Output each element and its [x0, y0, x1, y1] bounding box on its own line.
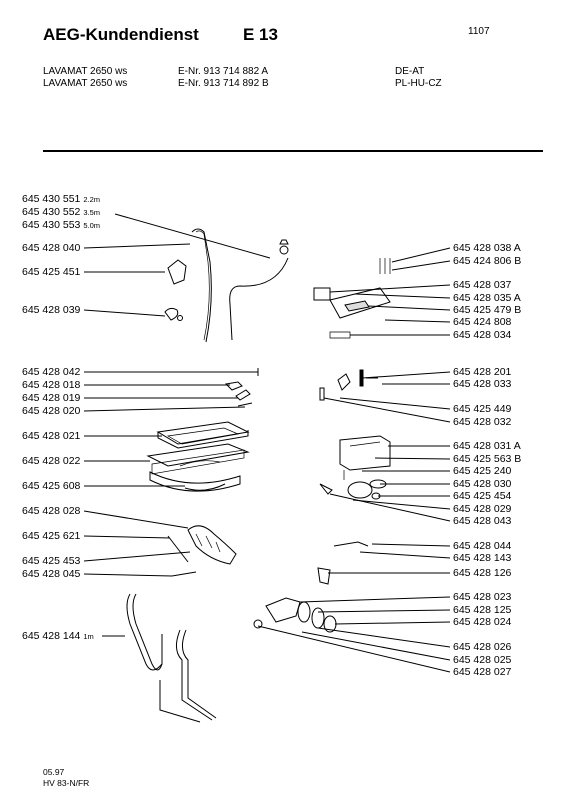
part-number: 645 428 144 1m — [22, 630, 94, 642]
part-number: 645 428 039 — [22, 304, 81, 316]
part-number: 645 425 479 B — [453, 304, 522, 316]
part-number: 645 425 449 — [453, 403, 512, 415]
part-number: 645 424 808 — [453, 316, 512, 328]
part-number: 645 428 031 A — [453, 440, 521, 452]
part-number: 645 428 026 — [453, 641, 512, 653]
model-enr: E-Nr. 913 714 892 B — [178, 78, 269, 89]
part-number: 645 425 240 — [453, 465, 512, 477]
part-number: 645 428 027 — [453, 666, 512, 678]
part-number: 645 428 025 — [453, 654, 512, 666]
header-divider — [43, 150, 543, 152]
part-number: 645 430 552 3.5m — [22, 206, 101, 218]
part-number: 645 428 030 — [453, 478, 512, 490]
part-number: 645 425 621 — [22, 530, 81, 542]
part-number: 645 428 125 — [453, 604, 512, 616]
model-region: PL-HU-CZ — [395, 78, 442, 89]
part-number: 645 428 032 — [453, 416, 512, 428]
brand-title: AEG-Kundendienst — [43, 25, 199, 44]
part-number: 645 425 608 — [22, 480, 81, 492]
part-number: 645 428 044 — [453, 540, 512, 552]
model-name: LAVAMAT 2650 ws — [43, 66, 128, 77]
part-number: 645 428 043 — [453, 515, 512, 527]
part-number: 645 430 551 2.2m — [22, 193, 101, 205]
part-number: 645 428 038 A — [453, 242, 521, 254]
part-number: 645 428 045 — [22, 568, 81, 580]
part-number: 645 428 023 — [453, 591, 512, 603]
part-number: 645 428 201 — [453, 366, 512, 378]
part-number: 645 428 021 — [22, 430, 81, 442]
part-number: 645 428 019 — [22, 392, 81, 404]
footer-date: 05.97 — [43, 767, 65, 777]
part-number: 645 428 018 — [22, 379, 81, 391]
part-number: 645 428 126 — [453, 567, 512, 579]
part-number: 645 425 454 — [453, 490, 512, 502]
part-number: 645 428 028 — [22, 505, 81, 517]
part-number: 645 428 033 — [453, 378, 512, 390]
part-number: 645 425 563 B — [453, 453, 522, 465]
model-region: DE-AT — [395, 66, 425, 77]
part-number: 645 428 029 — [453, 503, 512, 515]
model-name: LAVAMAT 2650 ws — [43, 78, 128, 89]
part-number: 645 428 035 A — [453, 292, 521, 304]
part-number: 645 428 034 — [453, 329, 512, 341]
part-number: 645 428 040 — [22, 242, 81, 254]
page-number: 1107 — [468, 26, 490, 37]
model-enr: E-Nr. 913 714 882 A — [178, 66, 269, 77]
document-code: E 13 — [243, 25, 278, 44]
part-number: 645 428 024 — [453, 616, 512, 628]
part-number: 645 425 451 — [22, 266, 81, 278]
part-number: 645 428 037 — [453, 279, 512, 291]
part-number: 645 428 022 — [22, 455, 81, 467]
part-number: 645 428 020 — [22, 405, 81, 417]
part-number: 645 430 553 5.0m — [22, 219, 101, 231]
part-number: 645 428 042 — [22, 366, 81, 378]
part-number: 645 428 143 — [453, 552, 512, 564]
footer-reference: HV 83-N/FR — [43, 778, 90, 788]
part-number: 645 425 453 — [22, 555, 81, 567]
part-number: 645 424 806 B — [453, 255, 522, 267]
